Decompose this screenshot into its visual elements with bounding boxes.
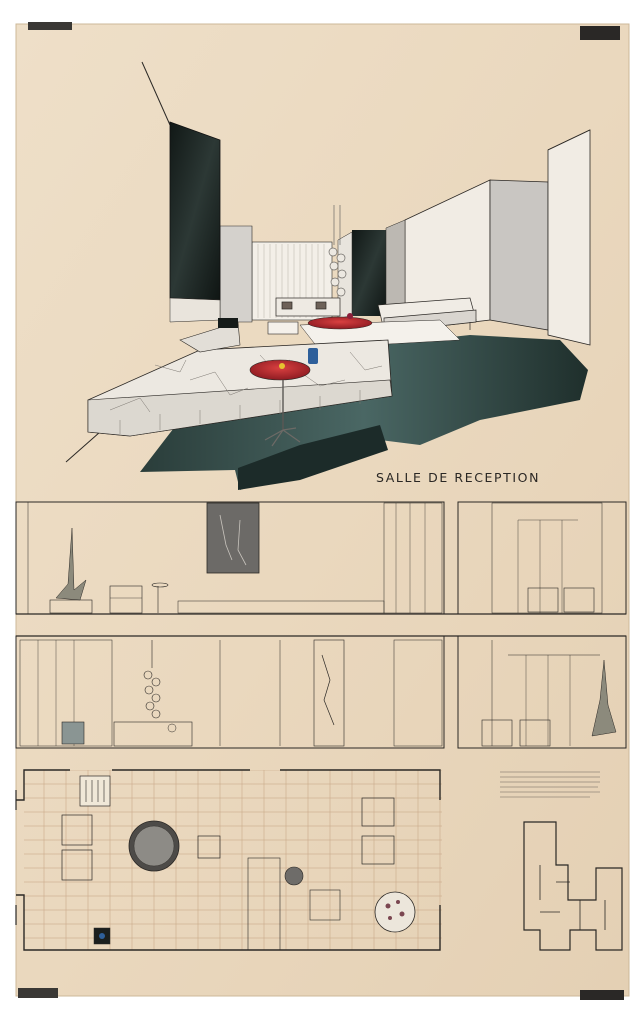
corner-clip-bottom-right [580,990,624,1000]
corner-clip-top-left [28,22,72,30]
red-side-table [249,359,311,447]
hanging-lamp [328,205,347,297]
floor-reflection [140,335,588,490]
floor-plan [15,769,442,951]
elevation-wall-1 [15,501,626,615]
wall-painting [206,502,260,574]
drawing-title: SALLE DE RECEPTION [376,470,540,485]
blue-vase [308,348,318,364]
sofa-back [275,297,341,317]
dark-column-back [352,230,386,316]
coffee-table-red [307,316,373,330]
elevation-wall-4 [457,635,627,749]
elevation-wall-2 [457,501,627,615]
elevation-wall-3 [15,635,626,749]
round-table-plan [374,891,416,933]
corner-clip-bottom-left [18,988,58,998]
perspective-view [65,61,591,490]
black-panel [169,121,221,301]
notes-block [500,771,600,798]
site-plan-inset [523,821,623,951]
corner-clip-top-right [580,26,620,40]
far-right-wall [547,129,591,346]
ottoman [267,321,299,335]
